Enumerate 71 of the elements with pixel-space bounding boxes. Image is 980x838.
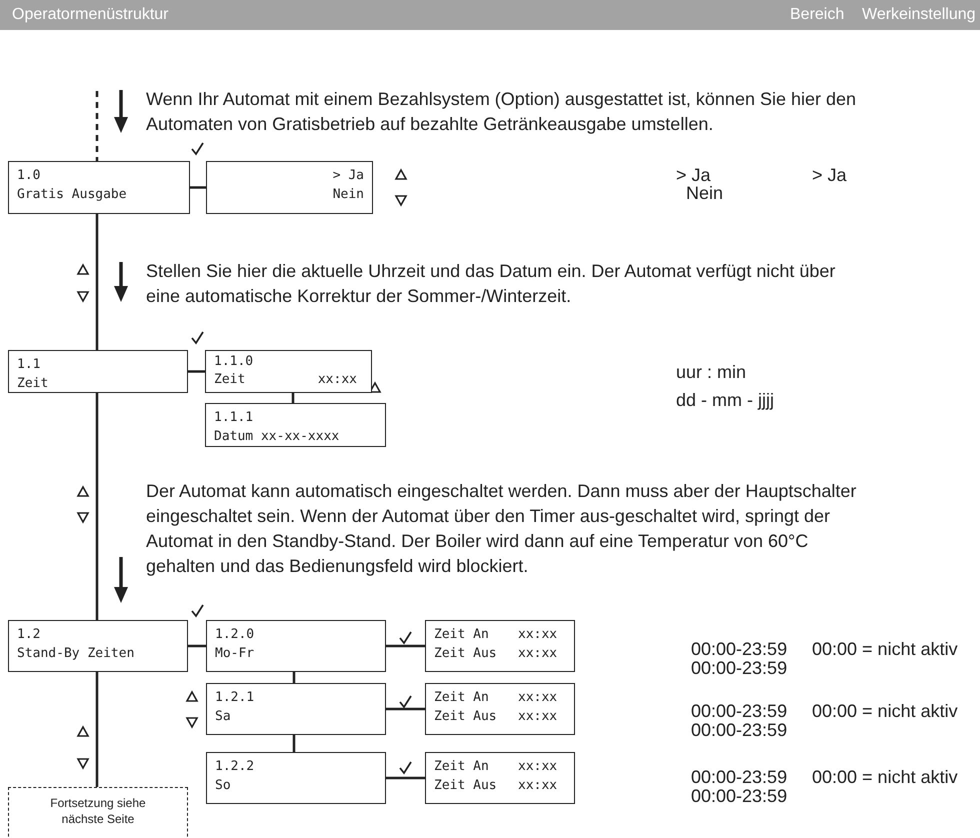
description-text: Der Automat kann automatisch eingeschaltet werden. Dann muss aber der Hauptschalter eingeschaltet sein. Wenn der Automat über den Timer aus-geschaltet wird, springt der Automat in den Standby-Stand. Der Boiler wird dann auf eine Temperatur von 60°C gehalten und das Bedienungsfeld wird blockiert. bbox=[146, 480, 858, 578]
menu-label: Sa bbox=[215, 709, 231, 725]
connector-line bbox=[190, 186, 206, 189]
menu-label: So bbox=[215, 778, 231, 794]
connector-line bbox=[188, 644, 206, 648]
header-title: Operatormenüstruktur bbox=[12, 5, 169, 25]
default-value: 00:00 = nicht aktiv bbox=[812, 700, 958, 723]
option-text: > Ja bbox=[332, 168, 364, 184]
range-value: uur : min bbox=[676, 361, 746, 384]
menu-number: 1.2.2 bbox=[215, 759, 254, 775]
connector-line bbox=[292, 393, 294, 403]
setting-label: Zeit An bbox=[434, 690, 489, 706]
menu-label: Mo-Fr bbox=[215, 646, 254, 662]
connector-line bbox=[386, 708, 425, 710]
time-value: xx:xx bbox=[518, 690, 558, 706]
connector-line bbox=[188, 370, 205, 373]
menu-label: Zeit bbox=[214, 372, 246, 388]
default-value: 00:00 = nicht aktiv bbox=[812, 638, 958, 661]
menu-display-box bbox=[8, 620, 188, 672]
menu-label: Datum xx-xx-xxxx bbox=[214, 429, 340, 445]
continuation-box bbox=[8, 787, 188, 838]
setting-label: Zeit An bbox=[434, 627, 489, 643]
menu-display-box bbox=[206, 683, 386, 735]
connector-line bbox=[386, 644, 425, 648]
dashed-connector bbox=[96, 91, 98, 161]
setting-label: Zeit Aus bbox=[434, 709, 497, 725]
setting-label: Zeit An bbox=[434, 759, 489, 775]
menu-number: 1.0 bbox=[17, 168, 40, 184]
time-value: xx:xx bbox=[518, 709, 558, 725]
menu-label: Stand-By Zeiten bbox=[17, 646, 134, 662]
menu-display-box bbox=[206, 161, 373, 214]
menu-display-box bbox=[425, 620, 575, 672]
menu-number: 1.1.0 bbox=[214, 354, 254, 370]
menu-number: 1.1.1 bbox=[214, 410, 254, 426]
connector-line bbox=[292, 735, 296, 752]
connector-line bbox=[96, 393, 98, 620]
time-value: xx:xx bbox=[518, 759, 558, 775]
menu-number: 1.2.0 bbox=[215, 627, 254, 643]
default-value: 00:00 = nicht aktiv bbox=[812, 766, 958, 789]
menu-display-box bbox=[206, 620, 386, 672]
column-heading: Bereich bbox=[790, 5, 844, 25]
header-bar bbox=[0, 0, 980, 30]
time-value: xx:xx bbox=[518, 646, 558, 662]
menu-number: 1.2 bbox=[17, 627, 40, 643]
menu-display-box bbox=[205, 403, 386, 447]
option-text: Nein bbox=[332, 187, 364, 203]
description-text: Wenn Ihr Automat mit einem Bezahlsystem (Option) ausgestattet ist, können Sie hier den Automaten von Gratisbetrieb auf bezahlte Getränkeausgabe umstellen. bbox=[146, 88, 858, 136]
description-text: Stellen Sie hier die aktuelle Uhrzeit und das Datum ein. Der Automat verfügt nicht über eine automatische Korrektur der Sommer-/Winterzeit. bbox=[146, 260, 836, 308]
time-value: xx:xx bbox=[518, 778, 558, 794]
setting-label: Zeit Aus bbox=[434, 646, 497, 662]
default-value: > Ja bbox=[812, 164, 847, 187]
menu-label: Gratis Ausgabe bbox=[17, 187, 127, 203]
range-value: dd - mm - jjjj bbox=[676, 389, 774, 412]
connector-line bbox=[292, 672, 296, 683]
menu-number: 1.2.1 bbox=[215, 690, 254, 706]
connector-line bbox=[96, 672, 98, 787]
menu-number: 1.1 bbox=[17, 357, 40, 373]
menu-display-box bbox=[205, 350, 372, 393]
menu-label: Zeit bbox=[17, 376, 48, 392]
menu-display-box bbox=[425, 683, 575, 735]
connector-line bbox=[386, 776, 425, 780]
menu-display-box bbox=[8, 350, 188, 393]
continuation-note: Fortsetzung siehe nächste Seite bbox=[49, 795, 147, 827]
menu-display-box bbox=[8, 161, 190, 214]
menu-display-box bbox=[206, 752, 386, 804]
menu-display-box bbox=[425, 752, 575, 804]
connector-line bbox=[96, 214, 98, 350]
time-value: xx:xx bbox=[518, 627, 558, 643]
column-heading: Werkeinstellung bbox=[862, 5, 976, 25]
setting-label: Zeit Aus bbox=[434, 778, 497, 794]
time-value: xx:xx bbox=[318, 372, 357, 388]
